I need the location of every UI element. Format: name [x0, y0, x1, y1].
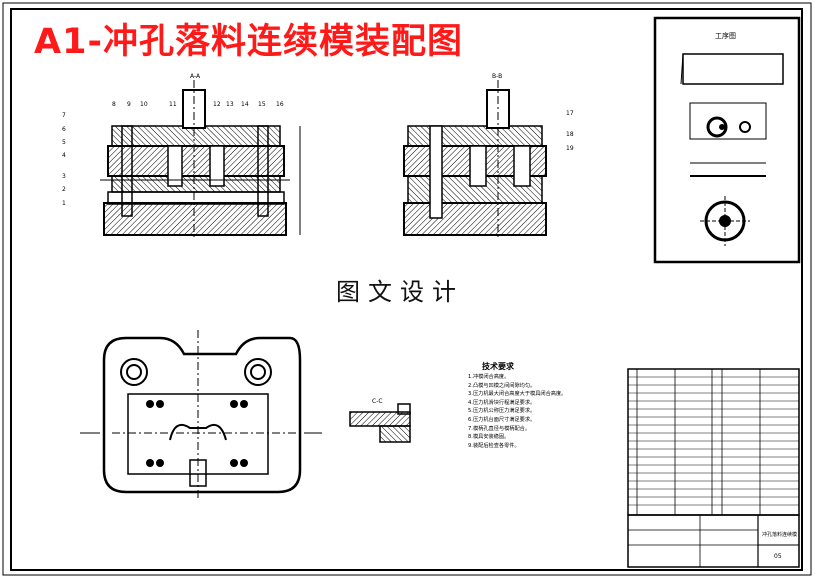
process-diagram-title: 工序图 — [715, 32, 736, 40]
watermark-text: 图文设计 — [336, 278, 464, 306]
part-number-16: 16 — [276, 101, 284, 108]
part-number-7: 7 — [62, 112, 66, 119]
part-number-4: 4 — [62, 152, 66, 159]
title-block-sheet-number: 05 — [774, 553, 782, 560]
drawing-title: A1-冲孔落料连续模装配图 — [34, 22, 463, 62]
tech-requirement-line: 3.压力机最大闭合高度大于模具闭合高度。 — [468, 391, 567, 398]
tech-requirement-line: 8.模具安装稳固。 — [468, 434, 510, 441]
part-number-15: 15 — [258, 101, 266, 108]
section-label-b-b: B-B — [492, 73, 503, 80]
part-number-12: 12 — [213, 101, 221, 108]
tech-requirement-line: 4.压力机滑块行程满足要求。 — [468, 399, 536, 406]
tech-requirement-line: 5.压力机公称压力满足要求。 — [468, 408, 536, 415]
tech-requirement-line: 2.凸模与凹模之间间隙均匀。 — [468, 382, 536, 389]
part-number-2: 2 — [62, 186, 66, 193]
detail-c-c — [349, 403, 411, 443]
part-number-9: 9 — [127, 101, 131, 108]
part-number-14: 14 — [241, 101, 249, 108]
part-number-17: 17 — [566, 110, 574, 117]
section-view-a-a — [100, 80, 301, 240]
tech-requirement-line: 9.装配后检查各零件。 — [468, 442, 520, 449]
part-number-1: 1 — [62, 200, 66, 207]
technical-requirements: 技术要求 1.冲模闭合高度。 2.凸模与凹模之间间隙均匀。 3.压力机最大闭合高… — [468, 361, 628, 450]
part-number-10: 10 — [140, 101, 148, 108]
plan-view — [80, 330, 322, 500]
part-number-3: 3 — [62, 173, 66, 180]
process-diagram — [653, 16, 801, 264]
part-number-18: 18 — [566, 131, 574, 138]
tech-requirement-line: 1.冲模闭合高度。 — [468, 374, 510, 380]
tech-requirements-heading: 技术要求 — [482, 362, 514, 371]
section-label-c-c: C-C — [372, 398, 383, 405]
part-number-11: 11 — [169, 101, 177, 108]
parts-list-table — [627, 368, 800, 568]
part-number-6: 6 — [62, 126, 66, 133]
part-number-5: 5 — [62, 139, 66, 146]
part-number-13: 13 — [226, 101, 234, 108]
part-number-19: 19 — [566, 145, 574, 152]
section-label-a-a: A-A — [190, 73, 201, 80]
tech-requirement-line: 6.压力机台面尺寸满足要求。 — [468, 416, 536, 423]
section-view-b-b — [403, 80, 547, 240]
tech-requirement-line: 7.模柄孔直径与模柄配合。 — [468, 425, 531, 432]
title-block-drawing-name: 冲孔落料连续模 — [762, 532, 798, 538]
part-number-8: 8 — [112, 101, 116, 108]
